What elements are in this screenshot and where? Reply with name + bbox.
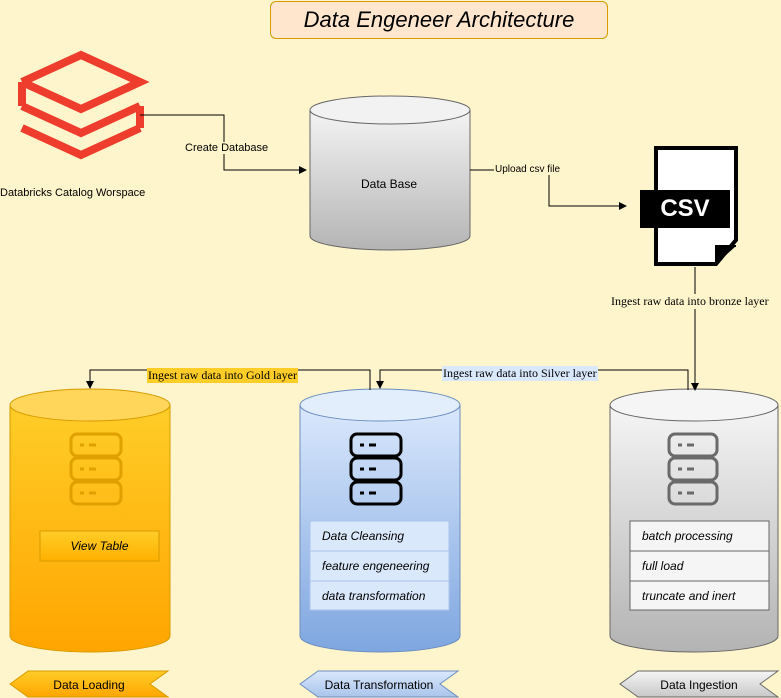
edge-label-silver: Ingest raw data into Silver layer [442,366,598,381]
bronze-item-boxes [629,520,770,611]
edge-label-create-database: Create Database [184,142,270,154]
stage-ingestion-shape [619,670,780,698]
silver-item-feature-engineering: feature engeneering [322,559,430,573]
edge-label-gold: Ingest raw data into Gold layer [147,368,298,383]
gold-item-view-table: View Table [70,539,129,553]
silver-database-icon [349,432,403,506]
csv-file-icon [640,146,738,266]
silver-item-data-transformation: data transformation [322,588,426,603]
page-title: Data Engeneer Architecture [270,1,608,39]
bronze-item-full-load: full load [642,559,684,573]
database-cylinder [309,95,471,251]
gold-database-icon [69,432,123,506]
csv-label: CSV [660,195,710,222]
stage-data-ingestion: Data Ingestion [660,678,738,692]
stage-loading-shape [9,670,170,698]
bronze-item-truncate: truncate and inert [642,588,736,603]
databricks-logo-icon [18,50,150,160]
gold-item-box [39,530,160,562]
database-label: Data Base [361,177,418,191]
edge-upload-csv [470,169,627,210]
silver-item-data-cleansing: Data Cleansing [322,529,405,543]
edge-label-upload-csv: Upload csv file [494,164,562,175]
bronze-database-icon [667,432,719,506]
stage-data-loading: Data Loading [53,678,125,692]
stage-data-transformation: Data Transformation [324,678,434,692]
gold-layer-cylinder [9,388,171,653]
silver-item-boxes [309,520,450,611]
stage-transformation-shape [299,670,460,698]
edge-label-bronze: Ingest raw data into bronze layer [610,294,770,309]
databricks-label: Databricks Catalog Worspace [0,187,146,199]
bronze-item-batch-processing: batch processing [642,529,733,543]
